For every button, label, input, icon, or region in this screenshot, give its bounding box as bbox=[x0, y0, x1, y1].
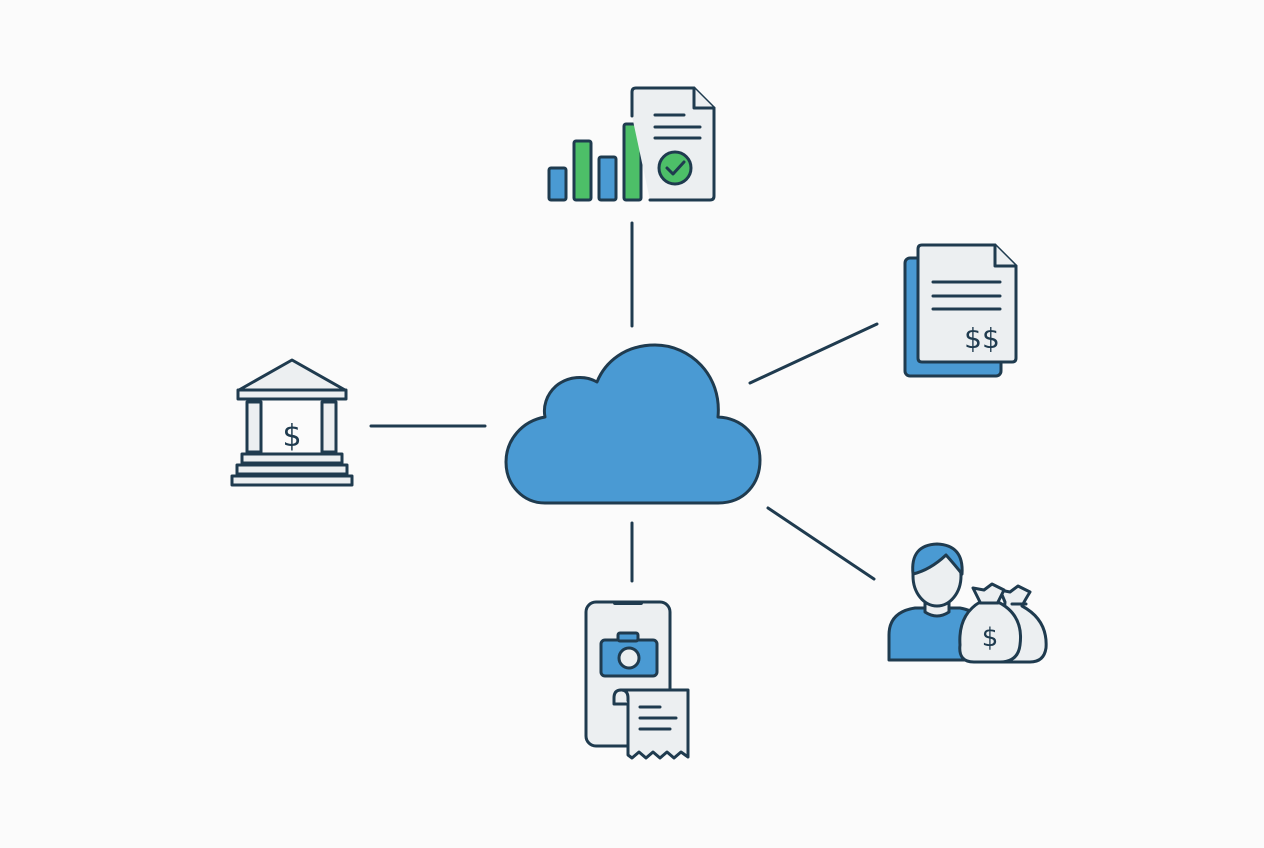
connector-upper-right bbox=[748, 322, 879, 385]
cloud-icon bbox=[504, 343, 762, 505]
svg-text:$: $ bbox=[282, 419, 301, 454]
svg-text:$: $ bbox=[982, 623, 999, 653]
connectors bbox=[369, 221, 879, 583]
phone-camera-receipt-icon bbox=[584, 600, 690, 760]
person-money-bags-icon: $ bbox=[887, 542, 1048, 664]
bar-chart-report-approved-icon bbox=[547, 86, 716, 202]
connector-lower-right bbox=[766, 506, 876, 581]
invoice-documents-dollar-icon: $$ bbox=[903, 243, 1018, 378]
bank-dollar-icon: $ bbox=[230, 358, 354, 487]
svg-text:$$: $$ bbox=[964, 322, 1000, 355]
